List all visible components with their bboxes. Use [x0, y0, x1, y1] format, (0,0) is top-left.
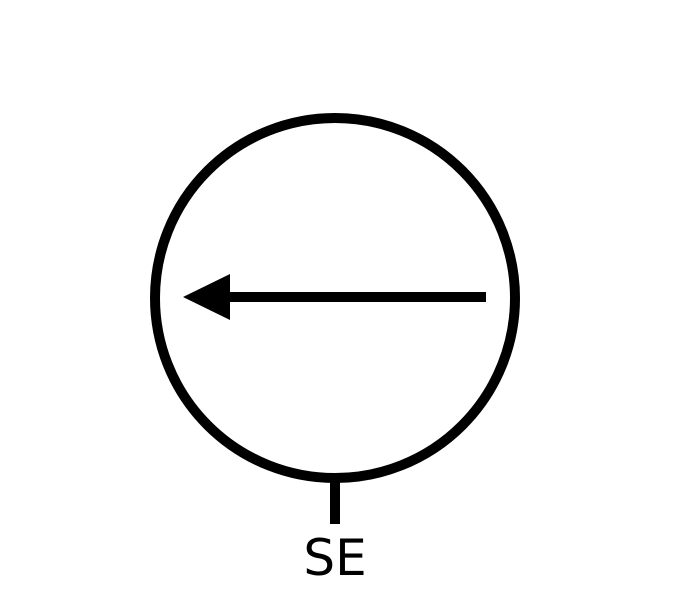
symbol-label: SE: [303, 529, 367, 587]
arrow-head-icon: [183, 274, 230, 320]
